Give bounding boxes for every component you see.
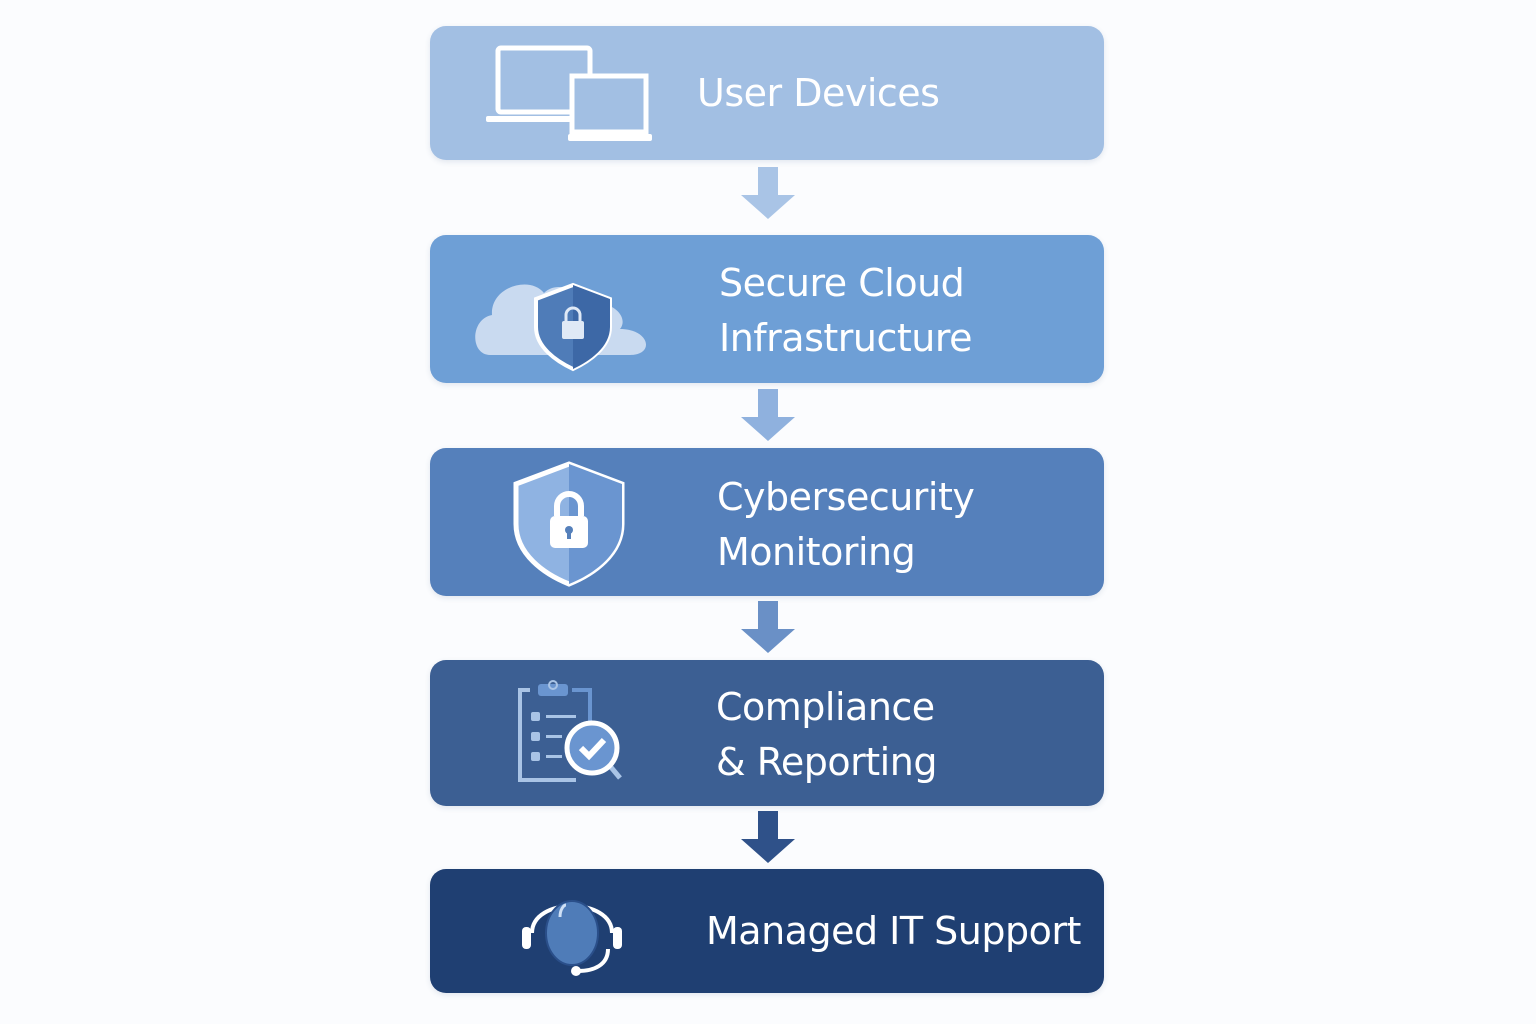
shield-lock-icon (513, 461, 625, 587)
step-managed-it-support: Managed IT Support (430, 869, 1104, 993)
step-cybersecurity: Cybersecurity Monitoring (430, 448, 1104, 596)
step-label-line-2: Infrastructure (719, 316, 973, 360)
step-label-line-2: & Reporting (716, 740, 937, 784)
arrow-down-icon (741, 167, 795, 219)
arrow-down-icon (741, 811, 795, 863)
headset-icon (522, 900, 622, 976)
step-label: Managed IT Support (706, 909, 1081, 953)
step-secure-cloud: Secure Cloud Infrastructure (430, 235, 1104, 383)
devices-icon (486, 45, 652, 141)
arrow-down-icon (741, 389, 795, 441)
step-user-devices: User Devices (430, 26, 1104, 160)
step-label-line-1: Compliance (716, 685, 935, 729)
step-compliance: Compliance & Reporting (430, 660, 1104, 806)
step-label-line-1: Secure Cloud (719, 261, 965, 305)
cloud-shield-icon (475, 282, 647, 372)
clipboard-check-icon (518, 680, 622, 782)
step-label: User Devices (697, 71, 940, 115)
step-label-line-2: Monitoring (717, 530, 916, 574)
arrow-down-icon (741, 601, 795, 653)
step-label-line-1: Cybersecurity (717, 475, 975, 519)
